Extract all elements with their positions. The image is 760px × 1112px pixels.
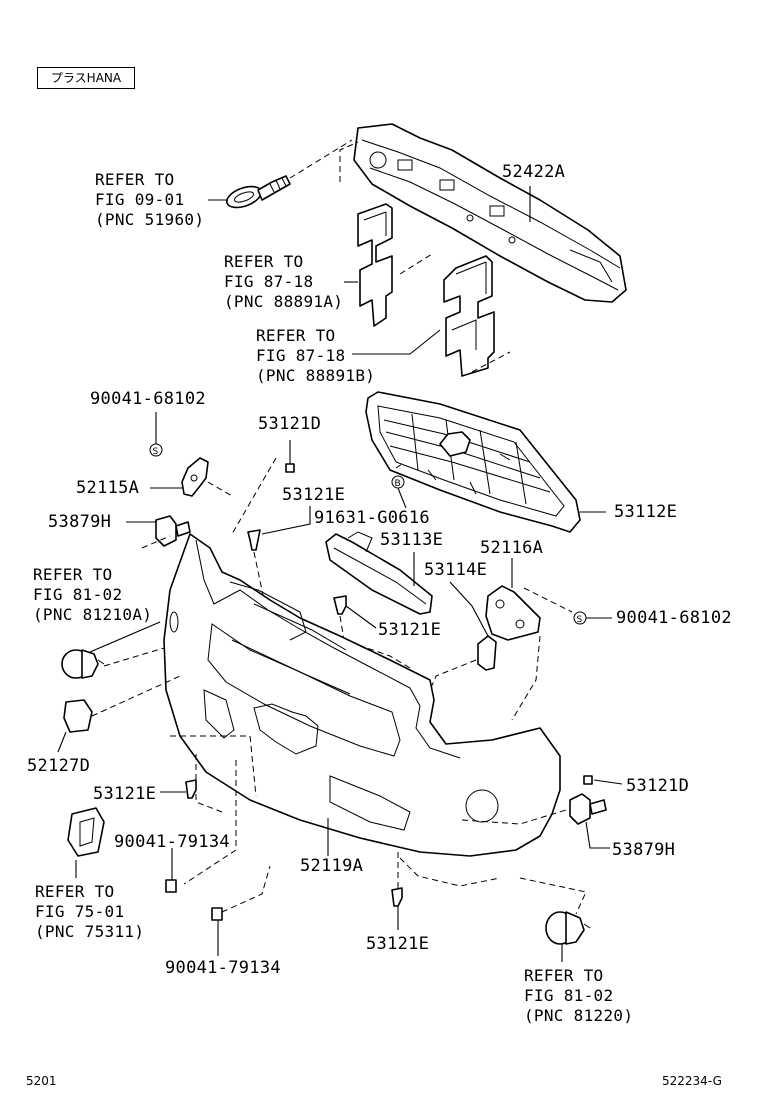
dash-53121e-mid (339, 615, 411, 669)
label-53121E-bottom: 53121E (366, 934, 430, 954)
dash-53879h-left (141, 535, 171, 549)
label-90041-79134-b: 90041-79134 (165, 958, 281, 978)
grommet-53121d-top (285, 463, 295, 473)
dash-52116a-2 (511, 635, 541, 721)
label-52127D: 52127D (27, 756, 91, 776)
leader-53121E-upper (261, 506, 311, 535)
label-91631-G0616: 91631-G0616 (314, 508, 430, 528)
molding-53113e (325, 531, 433, 615)
label-52119A: 52119A (300, 856, 364, 876)
dash-foglamp-left (103, 647, 165, 667)
leader-fig8102a (89, 621, 161, 653)
dash-88891b (471, 351, 511, 373)
label-53879H-right: 53879H (612, 840, 676, 860)
fog-lamp-left (61, 649, 105, 679)
dash-bumper-3 (170, 735, 257, 797)
dash-52116a (523, 587, 573, 613)
clip-90041-79134-a (165, 879, 177, 893)
leader-53121E-mid (345, 605, 377, 629)
dash-bumper-4 (195, 754, 223, 813)
dash-53114e (429, 659, 477, 691)
label-52422A: 52422A (502, 162, 566, 182)
cover-52127d (63, 699, 93, 733)
reinforcement-52422a (353, 123, 627, 303)
dash-52422a-1 (339, 141, 359, 182)
label-53121E-mid: 53121E (378, 620, 442, 640)
clip-53121e-bottom (391, 887, 403, 907)
leader-53121D-right (593, 779, 623, 785)
label-53114E: 53114E (424, 560, 488, 580)
label-52116A: 52116A (480, 538, 544, 558)
leader-53114E (449, 581, 489, 637)
screw-90041-68102-right: S (573, 611, 587, 625)
dash-bumper-2 (183, 760, 237, 885)
bracket-53114e (477, 635, 497, 671)
bracket-52115a (181, 457, 209, 497)
label-53121E-left: 53121E (93, 784, 157, 804)
absorber-88891a (357, 203, 393, 327)
lamp-75311 (67, 807, 105, 857)
leader-53879H-right (585, 821, 610, 849)
dash-foglamp-right (519, 877, 587, 915)
dash-52422a-2 (289, 139, 353, 179)
label-fig0901: REFER TO FIG 09-01 (PNC 51960) (95, 170, 205, 229)
label-53121D-right: 53121D (626, 776, 690, 796)
clip-53879h-right (569, 793, 607, 825)
label-53121D-top: 53121D (258, 414, 322, 434)
footer-figure-code: 522234-G (662, 1074, 722, 1088)
clip-91631: B (391, 463, 407, 509)
footer-page-code: 5201 (26, 1074, 57, 1088)
label-90041-68102-right: 90041-68102 (616, 608, 732, 628)
model-tag: プラスHANA (37, 67, 135, 89)
grille-53112e (365, 391, 581, 533)
label-53879H-left: 53879H (48, 512, 112, 532)
label-90041-68102-left: 90041-68102 (90, 389, 206, 409)
leader-fig8718b (352, 329, 441, 355)
svg-text:S: S (577, 615, 583, 625)
label-90041-79134-a: 90041-79134 (114, 832, 230, 852)
label-fig7501: REFER TO FIG 75-01 (PNC 75311) (35, 882, 145, 941)
screw-90041-68102-left: S (149, 443, 163, 457)
dash-90041-79134-b (221, 865, 271, 913)
bumper-cover-52119a (163, 533, 561, 857)
label-53121E-upper: 53121E (282, 485, 346, 505)
bracket-52116a (485, 585, 541, 641)
svg-text:B: B (395, 479, 401, 489)
label-53113E: 53113E (380, 530, 444, 550)
leader-52127D (57, 731, 67, 753)
dash-88891a (399, 253, 433, 275)
dash-53121d-top (231, 457, 277, 535)
label-53112E: 53112E (614, 502, 678, 522)
clip-53879h-left (155, 515, 191, 547)
fog-lamp-right (545, 911, 591, 945)
label-fig8718b: REFER TO FIG 87-18 (PNC 88891B) (256, 326, 376, 385)
dash-bumper-1 (399, 857, 501, 887)
dash-52115a (207, 481, 233, 497)
tow-hook (226, 175, 291, 209)
absorber-88891b (443, 255, 495, 377)
clip-53121e-left (185, 779, 197, 799)
clip-90041-79134-b (211, 907, 223, 921)
dash-52127d (91, 675, 181, 717)
clip-53121e-upper (247, 529, 261, 551)
clip-53121e-mid (333, 595, 347, 615)
label-52115A: 52115A (76, 478, 140, 498)
grommet-53121d-right (583, 775, 593, 785)
svg-text:S: S (153, 447, 159, 457)
dash-53879h-right (461, 809, 567, 825)
label-fig8102a: REFER TO FIG 81-02 (PNC 81210A) (33, 565, 153, 624)
label-fig8718a: REFER TO FIG 87-18 (PNC 88891A) (224, 252, 344, 311)
label-fig8102b: REFER TO FIG 81-02 (PNC 81220) (524, 966, 634, 1025)
